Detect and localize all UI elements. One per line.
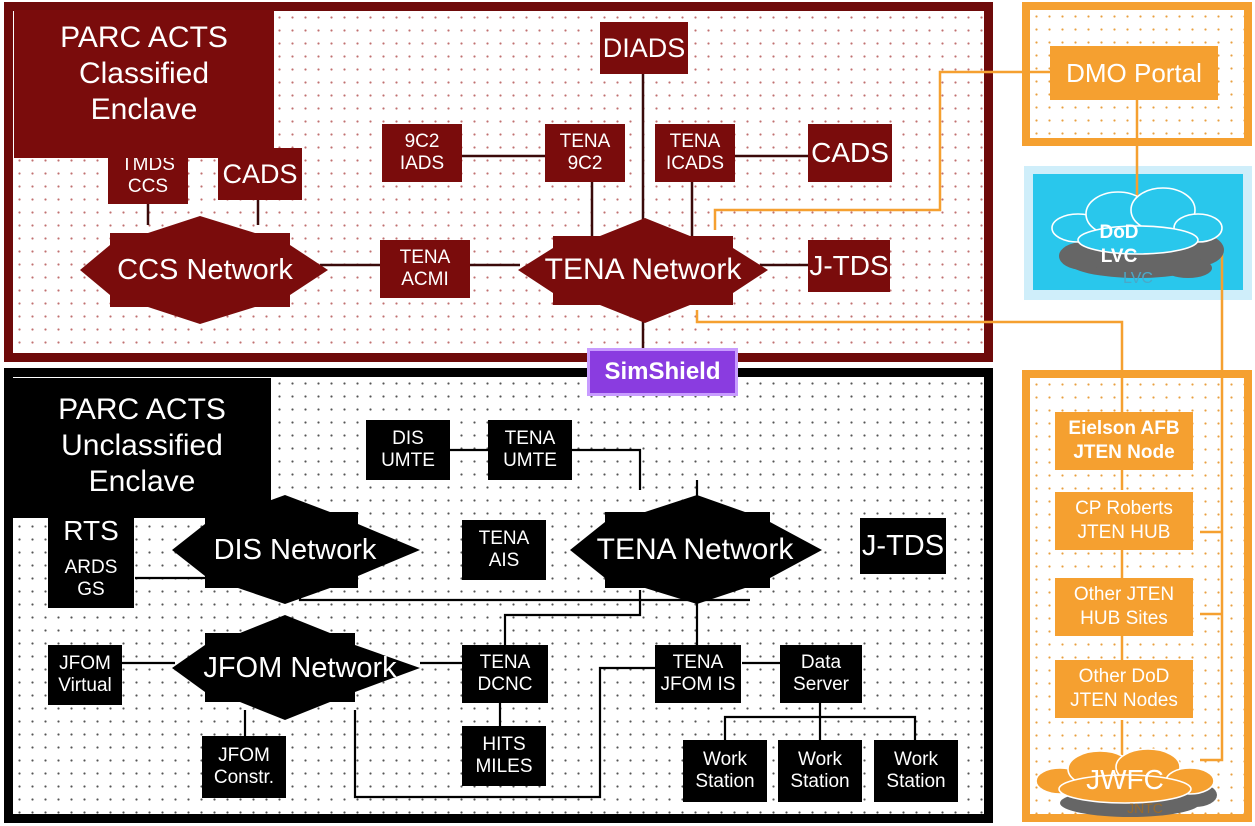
tena-network-shape-unclassified xyxy=(570,495,822,604)
hits-miles-box[interactable]: HITS MILES xyxy=(462,726,546,786)
jfom-network-label[interactable]: JFOM Network xyxy=(203,651,397,684)
ards-gs-box[interactable]: ARDS GS xyxy=(48,550,134,608)
jwfc-cloud-icon xyxy=(1035,748,1217,817)
tena-acmi-box[interactable]: TENA ACMI xyxy=(380,240,470,298)
simshield-box[interactable]: SimShield xyxy=(587,348,738,396)
dod-lvc-shadow-label: LVC xyxy=(1123,270,1153,287)
tena-network-classified-label[interactable]: TENA Network xyxy=(544,253,742,286)
tena-icads-box[interactable]: TENA ICADS xyxy=(655,124,735,182)
workstation-box[interactable]: Work Station xyxy=(683,740,767,802)
dmo-portal-box[interactable]: DMO Portal xyxy=(1050,46,1218,100)
eielson-afb-node[interactable]: Eielson AFB JTEN Node xyxy=(1055,412,1193,470)
jwfc-shadow-label: JNTC xyxy=(1127,800,1163,816)
rts-box[interactable]: RTS xyxy=(48,512,134,550)
classified-title: PARC ACTS Classified Enclave xyxy=(14,10,274,158)
other-dod-jten-nodes[interactable]: Other DoD JTEN Nodes xyxy=(1055,660,1193,718)
data-server-box[interactable]: Data Server xyxy=(780,645,862,703)
diads-box[interactable]: DIADS xyxy=(600,22,688,74)
other-jten-hub-sites[interactable]: Other JTEN HUB Sites xyxy=(1055,578,1193,636)
ccs-network-label[interactable]: CCS Network xyxy=(117,253,293,286)
workstation-box[interactable]: Work Station xyxy=(874,740,958,802)
9c2-iads-box[interactable]: 9C2 IADS xyxy=(382,124,462,182)
dis-umte-box[interactable]: DIS UMTE xyxy=(366,420,450,480)
tena-umte-box[interactable]: TENA UMTE xyxy=(488,420,572,480)
tena-network-unclassified-label[interactable]: TENA Network xyxy=(596,533,794,566)
tena-network-shape-classified xyxy=(518,218,768,323)
tena-dcnc-box[interactable]: TENA DCNC xyxy=(462,645,548,703)
tena-jfom-is-box[interactable]: TENA JFOM IS xyxy=(655,645,741,703)
jfom-network-shape xyxy=(172,615,420,720)
dod-lvc-label: DoD LVC xyxy=(1099,222,1139,267)
dod-lvc-cloud-icon xyxy=(1051,187,1224,278)
ccs-network-shape xyxy=(80,216,328,324)
tena-9c2-box[interactable]: TENA 9C2 xyxy=(545,124,625,182)
cp-roberts-hub[interactable]: CP Roberts JTEN HUB xyxy=(1055,492,1193,550)
jwfc-label: JWFC xyxy=(1086,764,1164,795)
dis-network-label[interactable]: DIS Network xyxy=(213,533,377,566)
unclassified-title: PARC ACTS Unclassified Enclave xyxy=(13,378,271,518)
jtds-unclassified-box[interactable]: J-TDS xyxy=(860,518,946,574)
jfom-virtual-box[interactable]: JFOM Virtual xyxy=(48,645,122,705)
dis-network-shape xyxy=(172,495,420,604)
cads-right-box[interactable]: CADS xyxy=(808,124,892,182)
workstation-box[interactable]: Work Station xyxy=(778,740,862,802)
cads-left-box[interactable]: CADS xyxy=(218,148,302,200)
jtds-classified-box[interactable]: J-TDS xyxy=(808,240,890,292)
jfom-constr-box[interactable]: JFOM Constr. xyxy=(202,736,286,798)
tena-ais-box[interactable]: TENA AIS xyxy=(462,520,546,580)
